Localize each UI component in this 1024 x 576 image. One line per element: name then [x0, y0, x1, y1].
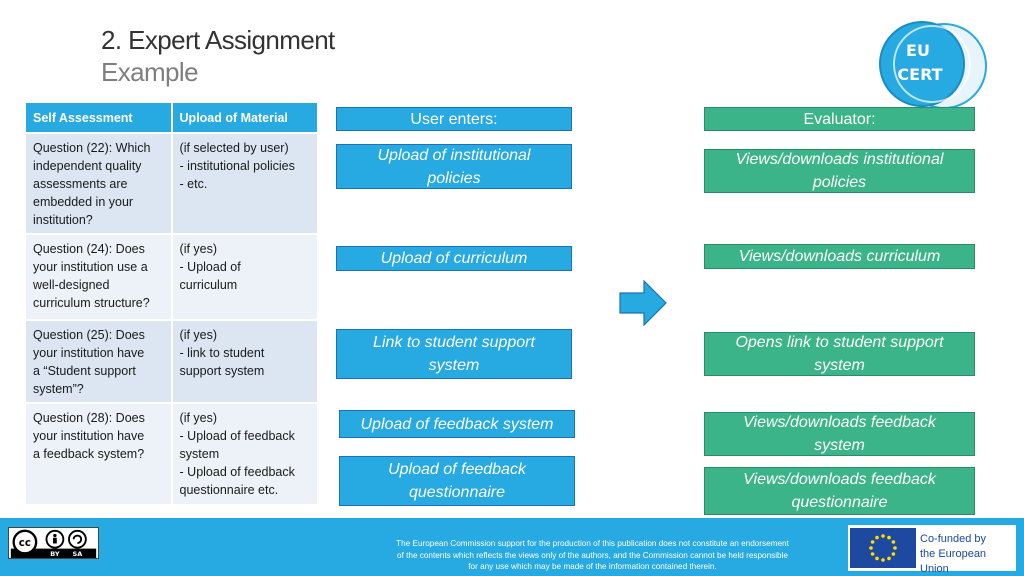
box-label: Upload of feedback system [360, 415, 554, 433]
box-label: policies [427, 169, 481, 187]
by-label: BY [50, 550, 60, 558]
evaluator-label: Evaluator: [803, 110, 876, 128]
upload-cell: (if yes) - link to student support syste… [171, 319, 320, 403]
upload-text: - Upload of feedback [179, 429, 295, 443]
evaluator-view-curriculum[interactable]: Views/downloads curriculum [704, 244, 975, 269]
box-label: system [814, 357, 865, 374]
user-upload-policies[interactable]: Upload of institutional policies [336, 144, 572, 189]
assessment-table: Self Assessment Upload of Material Quest… [26, 103, 320, 504]
upload-text: (if selected by user) [179, 141, 289, 155]
upload-text: - Upload of [179, 260, 241, 274]
evaluator-view-feedback-system[interactable]: Views/downloads feedback system [704, 412, 975, 456]
upload-text: - Upload of feedback [179, 465, 295, 479]
user-enters-label: User enters: [410, 110, 498, 128]
cc-by-sa-icon[interactable]: cc BY SA [8, 527, 99, 559]
box-label: system [814, 437, 865, 454]
upload-cell: (if yes) - Upload of feedback system - U… [171, 402, 320, 504]
eu-text-line: Co-funded by [920, 533, 987, 545]
eu-disclaimer: The European Commission support for the … [370, 538, 815, 573]
upload-text: questionnaire etc. [179, 483, 279, 497]
question-cell: Question (28): Does your institution hav… [26, 402, 173, 504]
question-text: curriculum structure? [33, 296, 150, 310]
sa-label: SA [73, 550, 84, 558]
question-text: a feedback system? [33, 447, 145, 461]
user-link-student-support[interactable]: Link to student support system [336, 329, 572, 379]
upload-text: (if yes) [179, 242, 218, 256]
column-header-upload-material: Upload of Material [171, 103, 320, 133]
upload-text: - link to student [179, 346, 265, 360]
right-arrow-icon [619, 280, 667, 326]
column-header-self-assessment: Self Assessment [26, 103, 173, 133]
box-label: policies [812, 174, 867, 191]
evaluator-header: Evaluator: [704, 107, 975, 131]
box-label: questionnaire [408, 484, 506, 501]
table-row: Question (22): Which independent quality… [26, 132, 320, 234]
question-text: your institution have [33, 429, 145, 443]
question-text: Question (28): Does [33, 411, 145, 425]
footer-bar: cc BY SA The European Commission support… [0, 518, 1024, 576]
evaluator-open-student-support[interactable]: Opens link to student support system [704, 332, 975, 376]
box-label: Views/downloads curriculum [738, 248, 941, 265]
upload-text: system [179, 447, 220, 461]
question-text: your institution use a [33, 260, 148, 274]
page-title: 2. Expert Assignment Example [101, 24, 335, 88]
eu-cofunded-text: Co-funded by the European Union [920, 532, 1016, 576]
question-text: Question (25): Does [33, 328, 145, 342]
box-label: Upload of feedback [388, 461, 526, 478]
eu-cofunded-badge: Co-funded by the European Union [848, 525, 1016, 575]
page-title-main: 2. Expert Assignment [101, 25, 335, 55]
table-row: Question (25): Does your institution hav… [26, 319, 320, 403]
question-text: your institution have [33, 346, 145, 360]
upload-text: support system [179, 364, 265, 378]
eu-flag-icon [850, 528, 916, 568]
table-row: Question (28): Does your institution hav… [26, 402, 320, 504]
upload-cell: (if yes) - Upload of curriculum [171, 233, 320, 320]
box-label: system [428, 357, 480, 374]
user-upload-feedback-system[interactable]: Upload of feedback system [339, 410, 575, 438]
question-text: Question (22): Which [33, 141, 151, 155]
disclaimer-line: The European Commission support for the … [396, 539, 789, 548]
user-upload-curriculum[interactable]: Upload of curriculum [336, 246, 572, 271]
upload-text: (if yes) [179, 411, 218, 425]
question-cell: Question (24): Does your institution use… [26, 233, 173, 320]
question-text: embedded in your [33, 195, 134, 209]
svg-text:CERT: CERT [897, 65, 942, 84]
question-text: a “Student support [33, 364, 136, 378]
page-title-sub: Example [101, 57, 199, 87]
upload-cell: (if selected by user) - institutional po… [171, 132, 320, 234]
question-text: independent quality [33, 159, 142, 173]
question-cell: Question (22): Which independent quality… [26, 132, 173, 234]
box-label: Upload of institutional [377, 146, 531, 164]
box-label: Link to student support [373, 334, 535, 351]
eu-text-line: the European Union [920, 548, 987, 575]
question-text: system”? [33, 382, 84, 396]
question-text: assessments are [33, 177, 128, 191]
disclaimer-line: for any use which may be made of the inf… [468, 562, 717, 571]
upload-text: curriculum [179, 278, 238, 292]
question-text: well-designed [33, 278, 110, 292]
evaluator-view-feedback-questionnaire[interactable]: Views/downloads feedback questionnaire [704, 467, 975, 515]
table-row: Question (24): Does your institution use… [26, 233, 320, 320]
box-label: questionnaire [791, 494, 888, 511]
svg-text:EU: EU [906, 41, 930, 60]
box-label: Views/downloads feedback [743, 414, 936, 431]
box-label: Opens link to student support [735, 334, 944, 351]
eucert-logo: EU CERT [879, 21, 987, 109]
user-enters-header: User enters: [336, 107, 572, 131]
disclaimer-line: of the contents which reflects the views… [397, 550, 788, 560]
upload-text: (if yes) [179, 328, 218, 342]
user-upload-feedback-questionnaire[interactable]: Upload of feedback questionnaire [339, 456, 575, 506]
box-label: Upload of curriculum [380, 250, 528, 267]
cc-label: cc [19, 537, 31, 549]
upload-text: - institutional policies [179, 159, 295, 173]
upload-text: - etc. [179, 177, 208, 191]
question-text: institution? [33, 213, 93, 227]
evaluator-view-policies[interactable]: Views/downloads institutional policies [704, 149, 975, 193]
question-cell: Question (25): Does your institution hav… [26, 319, 173, 403]
box-label: Views/downloads institutional [735, 151, 944, 168]
box-label: Views/downloads feedback [743, 471, 936, 488]
question-text: Question (24): Does [33, 242, 145, 256]
